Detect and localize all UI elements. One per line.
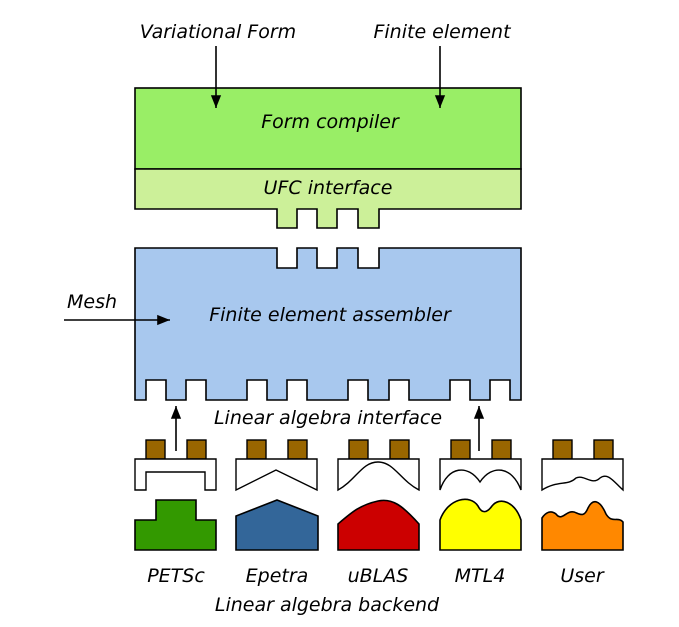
backend-label-user: User [560, 565, 604, 587]
form-compiler-label: Form compiler [261, 111, 400, 133]
backend-label-epetra: Epetra [246, 565, 309, 587]
plug-pin-petsc-1 [145, 439, 166, 460]
plug-pin-user-2 [593, 439, 614, 460]
variational-form-label: Variational Form [140, 21, 296, 43]
plug-pin-user-1 [552, 439, 573, 460]
ufc-interface-label: UFC interface [264, 177, 393, 199]
finite-element-label: Finite element [373, 21, 512, 43]
plug-pin-mtl4-2 [491, 439, 512, 460]
mesh-label: Mesh [67, 291, 117, 313]
plug-body-ublas [337, 458, 420, 492]
ufc-interface-block [134, 168, 522, 229]
plug-body-epetra [235, 458, 318, 492]
backend-label-ublas: uBLAS [348, 565, 409, 587]
form-compiler-block [134, 87, 522, 170]
backend-label-mtl4: MTL4 [455, 565, 506, 587]
plug-epetra [235, 439, 318, 492]
finite-element-assembler-block [134, 247, 522, 401]
plug-mtl4 [439, 439, 522, 491]
plug-pin-mtl4-1 [450, 439, 471, 460]
plug-pin-petsc-2 [186, 439, 207, 460]
plug-body-mtl4 [439, 458, 522, 491]
plug-ublas [337, 439, 420, 492]
la-backend-label: Linear algebra backend [215, 594, 440, 616]
epetra-shape [235, 499, 319, 551]
plug-user [541, 439, 624, 492]
plug-body-petsc [134, 458, 217, 491]
ublas-shape [337, 499, 420, 551]
la-interface-label: Linear algebra interface [214, 407, 442, 429]
mtl4-shape [439, 498, 522, 551]
petsc-shape [134, 499, 217, 551]
plug-pin-epetra-1 [246, 439, 267, 460]
plug-pin-ublas-1 [348, 439, 369, 460]
plug-petsc [134, 439, 217, 491]
user-shape [541, 501, 624, 551]
backend-label-petsc: PETSc [147, 565, 205, 587]
plug-body-user [541, 458, 624, 492]
plug-pin-epetra-2 [287, 439, 308, 460]
assembler-label: Finite element assembler [209, 304, 452, 326]
backend-plugs [134, 439, 624, 492]
plug-pin-ublas-2 [389, 439, 410, 460]
